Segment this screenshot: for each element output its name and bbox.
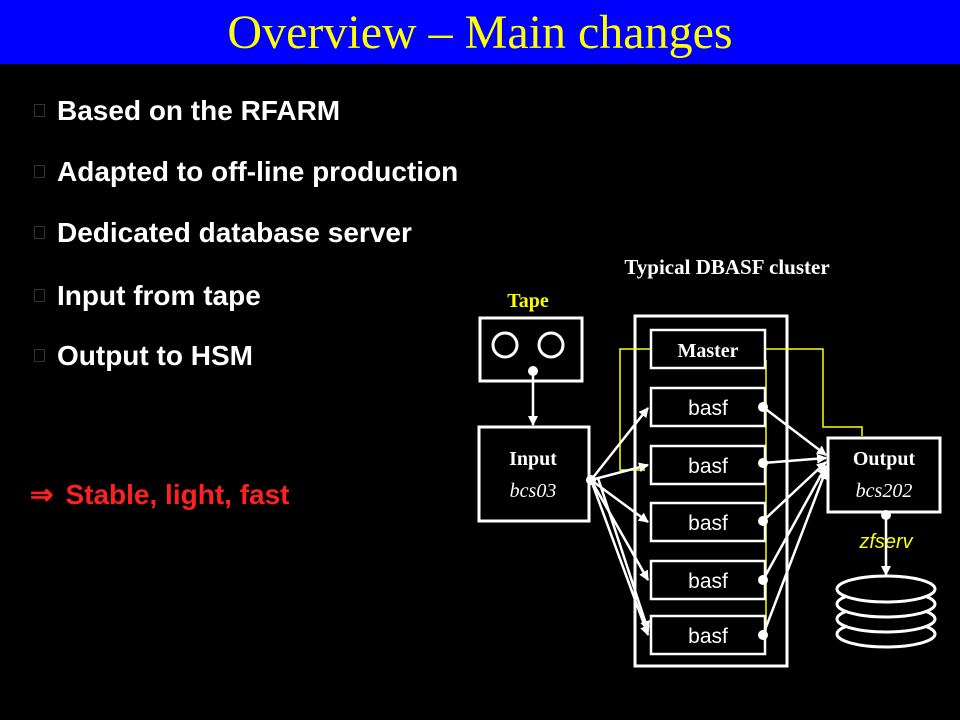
worker-node: basf — [649, 501, 767, 543]
output-host: bcs202 — [856, 480, 913, 502]
master-to-output-link — [766, 348, 863, 436]
worker-node: basf — [649, 386, 767, 428]
input-host: bcs03 — [510, 480, 557, 502]
slide-title: Overview – Main changes — [227, 6, 733, 59]
bullet-item: Output to HSM — [34, 340, 253, 372]
bullet-item: Dedicated database server — [34, 217, 412, 249]
bullet-text: Output to HSM — [57, 340, 253, 371]
arrow — [589, 479, 650, 636]
tape-label: Tape — [507, 290, 549, 312]
worker-to-output-arrows — [761, 406, 828, 636]
tape-reel-icon — [537, 331, 565, 359]
bullet-marker-icon — [34, 226, 45, 240]
bullet-marker-icon — [34, 165, 45, 179]
arrow — [762, 453, 827, 465]
bullet-item: Based on the RFARM — [34, 95, 340, 127]
output-label: Output — [853, 448, 916, 470]
arrow — [589, 479, 650, 581]
bullet-marker-icon — [34, 289, 45, 303]
worker-label: basf — [688, 455, 728, 478]
arrow — [762, 406, 827, 456]
worker-node: basf — [649, 444, 767, 486]
implies-arrow: ⇒ — [30, 479, 54, 510]
bullet-text: Dedicated database server — [57, 217, 412, 248]
arrow — [762, 461, 827, 522]
input-to-worker-arrows — [589, 407, 650, 636]
input-node — [477, 425, 591, 523]
bullet-text: Adapted to off-line production — [57, 156, 459, 187]
worker-label: basf — [688, 397, 728, 420]
arrow — [761, 469, 828, 636]
worker-node: basf — [649, 614, 767, 656]
bullet-marker-icon — [34, 349, 45, 363]
worker-label: basf — [688, 512, 728, 535]
master-node — [649, 328, 767, 370]
tape-drive — [478, 316, 584, 383]
tape-reel-icon — [491, 331, 519, 359]
disk-stack-icon — [835, 574, 937, 649]
input-label: Input — [509, 448, 557, 470]
bullet-item: Adapted to off-line production — [34, 156, 458, 188]
worker-label: basf — [688, 625, 728, 648]
worker-label: basf — [688, 570, 728, 593]
worker-node: basf — [649, 559, 767, 601]
master-label: Master — [677, 340, 738, 362]
conclusion: ⇒ Stable, light, fast — [30, 478, 290, 511]
conclusion-text: Stable, light, fast — [65, 479, 290, 510]
arrow — [590, 407, 649, 481]
diagram-caption: Typical DBASF cluster — [624, 255, 829, 279]
title-bar — [0, 0, 960, 64]
arrow — [761, 465, 828, 581]
bullet-marker-icon — [34, 104, 45, 118]
bullet-item: Input from tape — [34, 280, 261, 312]
cluster-frame — [633, 314, 789, 668]
bullet-text: Input from tape — [57, 280, 261, 311]
bullet-text: Based on the RFARM — [57, 95, 341, 126]
arrow — [590, 462, 649, 482]
arrow — [596, 477, 650, 631]
